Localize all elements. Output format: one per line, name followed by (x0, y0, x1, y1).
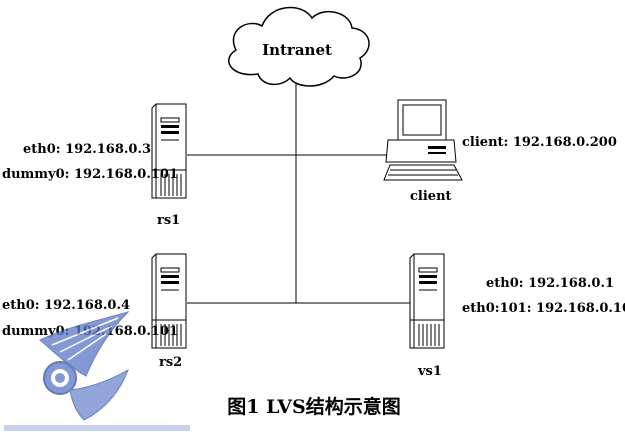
network-links (187, 82, 410, 304)
rs1-name-label: rs1 (157, 213, 180, 228)
vs1-name-label: vs1 (417, 364, 442, 379)
rs1-eth0-label: eth0: 192.168.0.3 (23, 142, 151, 157)
rs2-eth0-label: eth0: 192.168.0.4 (2, 298, 130, 313)
rs1-server-icon (151, 103, 187, 199)
rs1-dummy0-label: dummy0: 192.168.0.101 (2, 167, 178, 182)
watermark-logo (4, 310, 190, 431)
rs2-server-icon (151, 253, 187, 349)
cloud-label: Intranet (262, 41, 332, 59)
client-computer-icon (383, 99, 463, 181)
rs2-name-label: rs2 (159, 355, 182, 370)
client-ip-label: client: 192.168.0.200 (462, 135, 617, 150)
figure-caption: 图1 LVS结构示意图 (227, 395, 400, 418)
vs1-eth0-101-label: eth0:101: 192.168.0.101 (462, 301, 625, 316)
intranet-cloud: Intranet (228, 6, 370, 87)
wing-lower-icon (69, 368, 129, 421)
vs1-eth0-label: eth0: 192.168.0.1 (486, 276, 614, 291)
vs1-server-icon (409, 253, 445, 349)
cloud-icon (228, 6, 370, 87)
client-name-label: client (410, 189, 452, 204)
